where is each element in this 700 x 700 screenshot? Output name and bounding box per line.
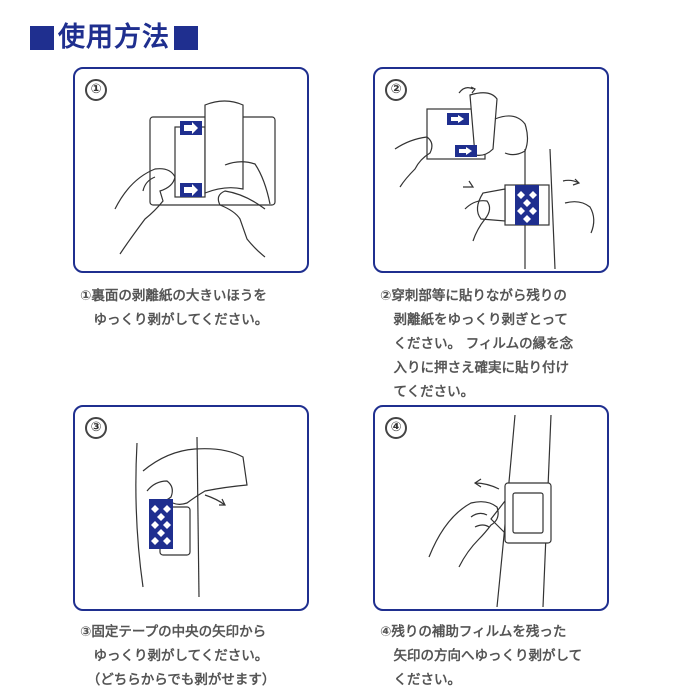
- caption-line: 剥離紙をゆっくり剥ぎとって: [380, 312, 568, 328]
- caption-line: ください。 フィルムの縁を念: [380, 336, 574, 352]
- caption-line: ゆっくり剥がしてください。: [80, 648, 269, 664]
- step-4-caption: ④残りの補助フィルムを残った 矢印の方向へゆっくり剥がして ください。: [380, 620, 582, 692]
- caption-line: ①裏面の剥離紙の大きいほうを: [80, 288, 267, 304]
- step-2-number: ②: [385, 79, 407, 101]
- step-2-caption: ②穿刺部等に貼りながら残りの 剥離紙をゆっくり剥ぎとって ください。 フィルムの…: [380, 284, 573, 404]
- step-2-panel: ②: [373, 67, 609, 273]
- step-1-caption: ①裏面の剥離紙の大きいほうを ゆっくり剥がしてください。: [80, 284, 268, 332]
- caption-line: ゆっくり剥がしてください。: [80, 312, 269, 328]
- step-3-panel: ③: [73, 405, 309, 611]
- step-4-number: ④: [385, 417, 407, 439]
- step-1-number: ①: [85, 79, 107, 101]
- step-3-caption: ③固定テープの中央の矢印から ゆっくり剥がしてください。 （どちらからでも剥がせ…: [80, 620, 275, 692]
- step-3-number: ③: [85, 417, 107, 439]
- caption-line: てください。: [380, 384, 475, 400]
- caption-line: 入りに押さえ確実に貼り付け: [380, 360, 569, 376]
- caption-line: ③固定テープの中央の矢印から: [80, 624, 267, 640]
- section-heading: 使用方法: [30, 18, 198, 58]
- step-1-panel: ①: [73, 67, 309, 273]
- step-2-illustration: [394, 86, 595, 270]
- heading-square-left-icon: [30, 26, 54, 50]
- caption-line: 矢印の方向へゆっくり剥がして: [380, 648, 583, 664]
- caption-line: ②穿刺部等に貼りながら残りの: [380, 288, 567, 304]
- step-1-illustration: [114, 100, 276, 258]
- step-4-panel: ④: [373, 405, 609, 611]
- caption-line: ④残りの補助フィルムを残った: [380, 624, 567, 640]
- heading-title: 使用方法: [58, 22, 170, 53]
- caption-line: ください。: [380, 672, 461, 688]
- step-3-illustration: [135, 436, 248, 598]
- caption-line: （どちらからでも剥がせます）: [80, 672, 276, 688]
- heading-square-right-icon: [174, 26, 198, 50]
- step-4-illustration: [428, 414, 552, 608]
